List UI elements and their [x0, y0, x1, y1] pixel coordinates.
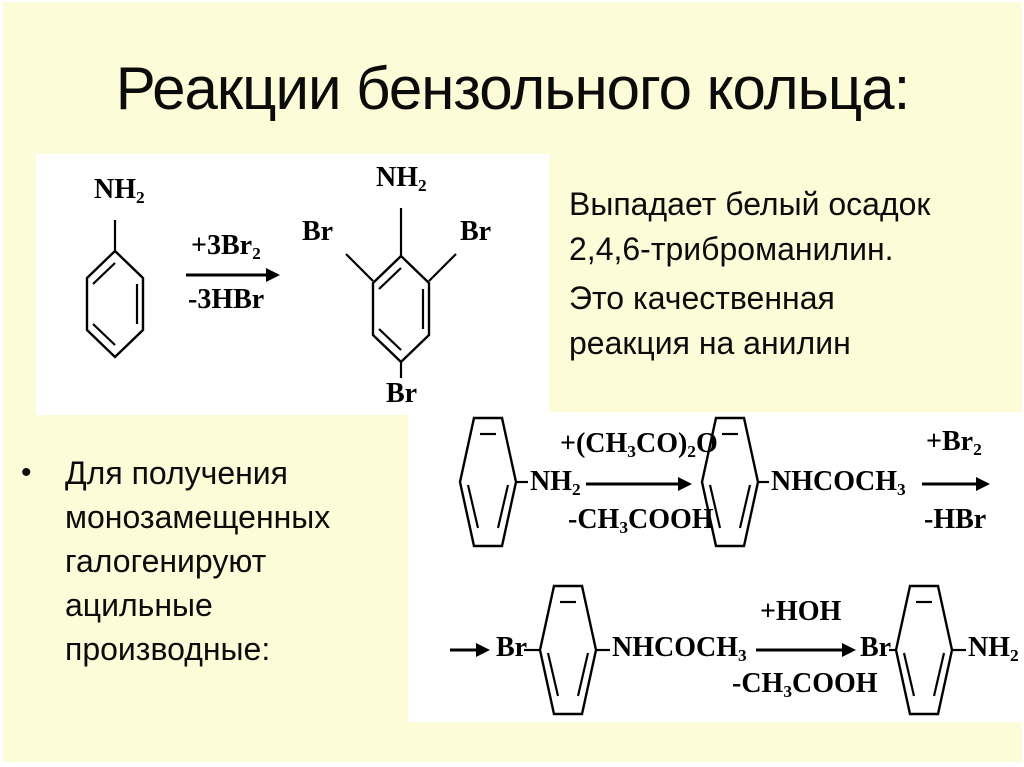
arrow-reagent-label: +3Br2 — [191, 230, 261, 264]
hydrolysis-reagent-label: +HOH — [760, 596, 842, 627]
reaction-arrow-hydrolysis — [756, 643, 856, 657]
hydrolysis-byproduct-label: -CH3COOH — [732, 668, 878, 702]
bullet-marker: • — [21, 456, 32, 489]
benzene-ring-aniline — [85, 220, 145, 359]
slide-title: Реакции бензольного кольца: — [115, 55, 911, 122]
scheme2-drawing — [450, 416, 990, 716]
note-line: Это качественная — [569, 280, 835, 316]
bullet-line: монозамещенных — [65, 499, 331, 535]
benzene-ring-d — [889, 584, 966, 716]
benzene-ring-c — [524, 584, 610, 716]
note-text-block: Выпадает белый осадок 2,4,6-триброманили… — [569, 182, 1009, 366]
continuation-arrow — [450, 643, 490, 657]
benzene-ring-b — [700, 416, 769, 548]
product-br-left-label: Br — [302, 216, 334, 247]
aniline-nh2-label: NH2 — [94, 174, 145, 208]
bromination-reagent-label: +Br2 — [926, 426, 982, 460]
bromination-byproduct-label: -HBr — [924, 504, 987, 535]
reaction-arrow-acylation — [586, 477, 692, 491]
bullet-line: ацильные — [65, 587, 213, 623]
note-line: 2,4,6-триброманилин. — [569, 231, 894, 267]
acylation-byproduct-label: -CH3COOH — [568, 504, 714, 538]
ring-c-amide-label: NHCOCH3 — [612, 632, 747, 666]
ring-b-amide-label: NHCOCH3 — [771, 466, 906, 500]
slide: Реакции бензольного кольца: — [3, 2, 1024, 762]
reaction-panel-acylation: NH2 +(CH3CO)2O -CH3COOH NHCOCH3 +Br2 -HB… — [408, 412, 1024, 722]
reaction-arrow-bromination — [922, 477, 990, 491]
benzene-ring-tribromoaniline — [345, 208, 457, 378]
reaction-arrow — [186, 268, 280, 282]
scheme1-drawing — [85, 208, 457, 378]
note-line: Выпадает белый осадок — [569, 186, 931, 222]
benzene-ring-a — [458, 416, 528, 548]
product-nh2-label: NH2 — [376, 162, 427, 196]
bullet-line: Для получения — [65, 455, 288, 491]
ring-d-br-label: Br — [860, 632, 892, 663]
bullet-line: галогенируют — [65, 543, 267, 579]
arrow-byproduct-label: -3HBr — [188, 284, 265, 315]
product-br-bottom-label: Br — [386, 378, 418, 409]
product-br-right-label: Br — [460, 216, 492, 247]
ring-d-nh2-label: NH2 — [968, 632, 1019, 666]
reaction-panel-bromination: NH2 +3Br2 -3HBr NH2 Br Br Br — [36, 154, 549, 415]
acylation-reagent-label: +(CH3CO)2O — [560, 428, 718, 462]
bullet-line: производные: — [65, 631, 271, 667]
ring-a-nh2-label: NH2 — [530, 466, 581, 500]
note-line: реакция на анилин — [569, 325, 851, 361]
ring-c-br-label: Br — [496, 632, 528, 663]
bullet-text-block: Для получения монозамещенных галогенирую… — [65, 451, 385, 671]
